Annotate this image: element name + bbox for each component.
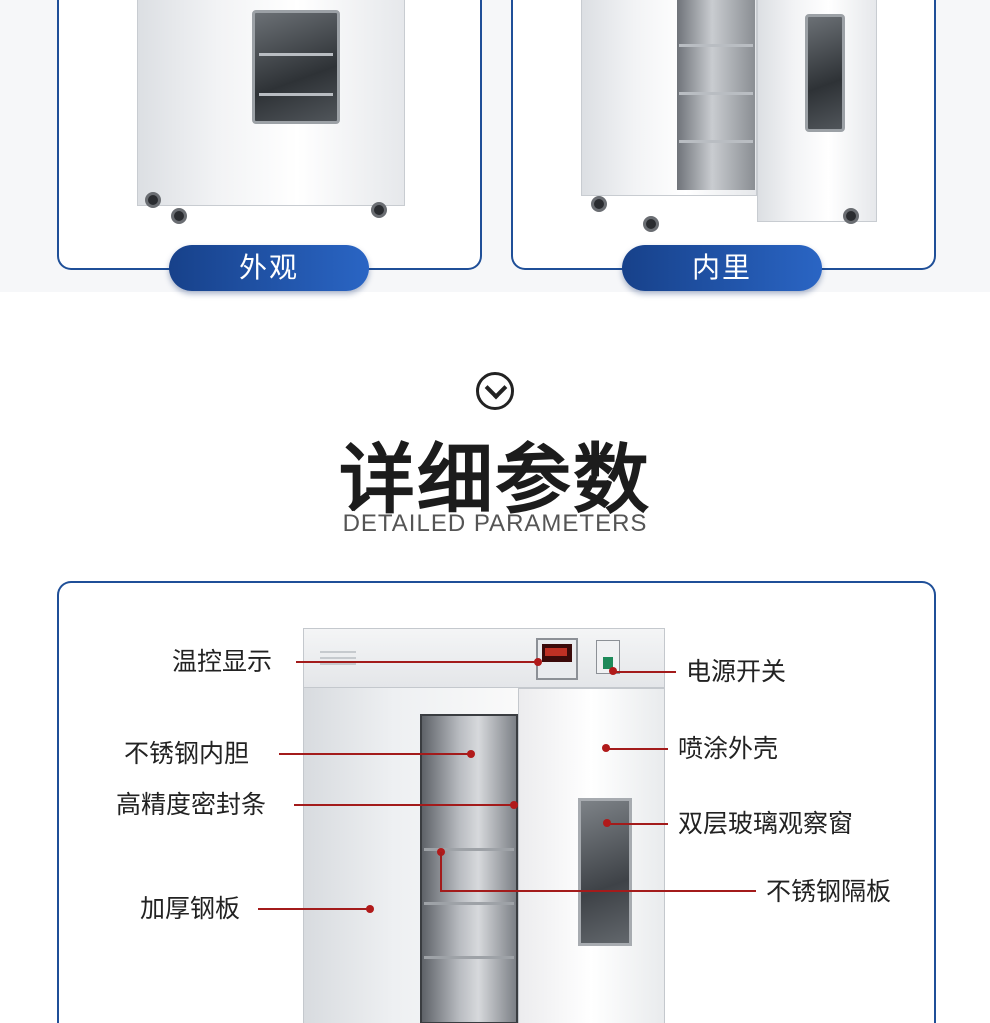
interior-card xyxy=(511,0,936,270)
door-window xyxy=(805,14,845,132)
temperature-controller xyxy=(536,638,578,680)
callout-line xyxy=(606,748,668,750)
callout-line xyxy=(258,908,370,910)
interior-label-pill: 内里 xyxy=(622,245,822,291)
callout-line xyxy=(613,671,676,673)
wheel xyxy=(643,216,659,232)
section-title: 详细参数 xyxy=(339,435,651,524)
callout-line xyxy=(607,823,668,825)
chevron-down-icon xyxy=(476,372,514,410)
callout-thick-steel-plate: 加厚钢板 xyxy=(140,894,241,923)
callout-line xyxy=(279,753,471,755)
callout-dot xyxy=(603,819,611,827)
callout-dot xyxy=(366,905,374,913)
interior-chamber xyxy=(677,0,755,190)
callout-dot xyxy=(609,667,617,675)
exterior-window xyxy=(252,10,340,124)
power-switch-icon xyxy=(596,640,620,674)
callout-dot xyxy=(467,750,475,758)
stainless-chamber xyxy=(420,714,518,1023)
callout-dot xyxy=(510,801,518,809)
callout-seal-strip: 高精度密封条 xyxy=(116,790,267,819)
callout-double-glass-window: 双层玻璃观察窗 xyxy=(678,809,854,838)
section-subtitle: DETAILED PARAMETERS xyxy=(342,510,648,537)
wheel xyxy=(171,208,187,224)
wheel xyxy=(371,202,387,218)
callout-sprayed-shell: 喷涂外壳 xyxy=(678,734,779,763)
callout-line xyxy=(296,661,538,663)
wheel xyxy=(843,208,859,224)
wheel xyxy=(591,196,607,212)
callout-line xyxy=(440,890,756,892)
wheel xyxy=(145,192,161,208)
callout-stainless-shelf: 不锈钢隔板 xyxy=(766,877,892,906)
callout-power-switch: 电源开关 xyxy=(686,657,787,686)
callout-temp-display: 温控显示 xyxy=(172,647,273,676)
callout-line xyxy=(440,852,442,892)
callout-line xyxy=(294,804,514,806)
callout-stainless-liner: 不锈钢内胆 xyxy=(124,739,250,768)
callout-dot xyxy=(534,658,542,666)
exterior-card xyxy=(57,0,482,270)
callout-dot xyxy=(602,744,610,752)
exterior-label-pill: 外观 xyxy=(169,245,369,291)
